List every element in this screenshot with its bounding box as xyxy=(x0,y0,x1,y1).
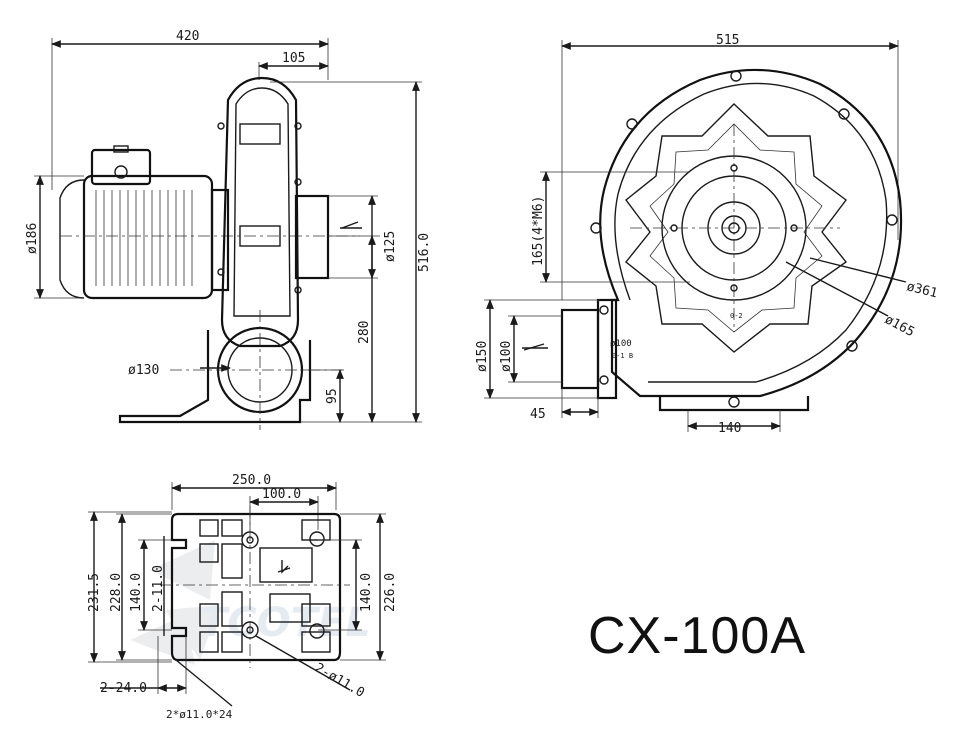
slot-note: 2*ø11.0*24 xyxy=(166,708,233,721)
dim-45: 45 xyxy=(530,407,546,422)
dim-plate-width: 250.0 xyxy=(232,473,271,488)
label-small-100: ø100 xyxy=(610,339,632,349)
dim-420: 420 xyxy=(176,29,199,44)
front-view: 515 ø100 0-1 B 0-2 xyxy=(475,33,939,436)
dim-280: 280 xyxy=(357,321,372,344)
dim-slot-bottom: 2-24.0 xyxy=(100,681,147,696)
dim-hole-spacing-x: 100.0 xyxy=(262,487,301,502)
dim-total-height: 516.0 xyxy=(417,233,432,272)
dim-hole-spacing-y-right: 140.0 xyxy=(359,573,374,612)
dim-plate-height-inner: 228.0 xyxy=(109,573,124,612)
dim-hole-spacing-y-left: 140.0 xyxy=(129,573,144,612)
dim-plate-height-total: 231.5 xyxy=(87,573,102,612)
dim-outlet-inner: ø100 xyxy=(499,341,514,372)
dim-outlet-outer: ø150 xyxy=(475,341,490,372)
dim-housing-diameter: ø361 xyxy=(905,279,939,301)
model-title: CX-100A xyxy=(588,607,806,665)
dim-inner-diameter: ø165 xyxy=(882,312,917,340)
dim-105: 105 xyxy=(282,51,305,66)
dim-slot-left: 2-11.0 xyxy=(151,565,166,612)
dim-plate-height-right: 226.0 xyxy=(383,573,398,612)
label-small-01b: 0-1 B xyxy=(612,352,633,360)
dim-motor-diameter: ø186 xyxy=(25,223,40,254)
dim-inlet-diameter: ø125 xyxy=(383,231,398,262)
dim-515: 515 xyxy=(716,33,739,48)
dim-bolt-pattern: 165(4*M6) xyxy=(531,196,546,266)
label-small-02: 0-2 xyxy=(730,312,743,320)
side-view: 420 105 ø186 xyxy=(25,29,432,430)
dim-outlet-diameter: ø130 xyxy=(128,363,159,378)
dim-hole-diameter: 2-ø11.0 xyxy=(312,660,367,700)
watermark: TCOTEL xyxy=(130,540,371,665)
base-plate-view: 250.0 100.0 231.5 xyxy=(87,473,398,721)
dim-95: 95 xyxy=(325,388,340,404)
watermark-text: TCOTEL xyxy=(200,600,371,646)
dim-base-140: 140 xyxy=(718,421,741,436)
